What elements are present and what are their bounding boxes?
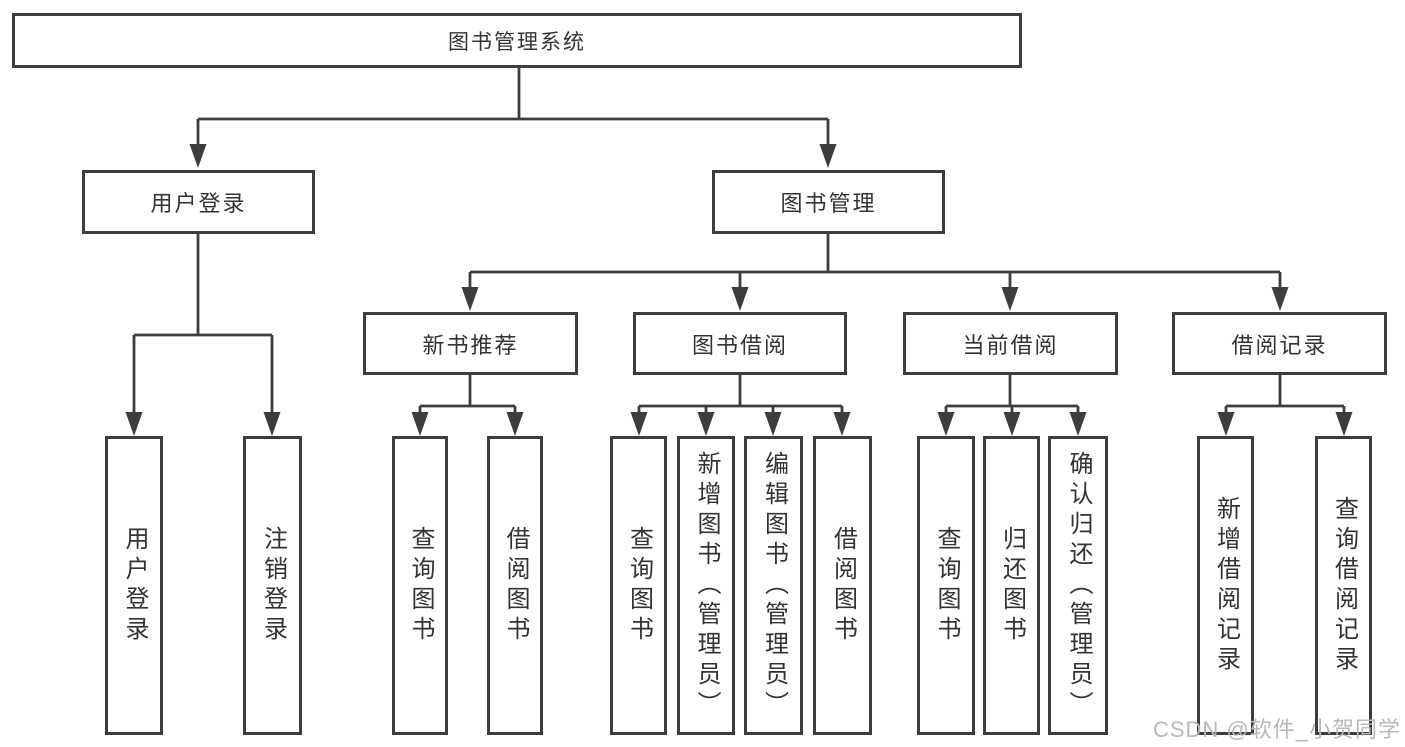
leaf-query-books-recommend: 查询图书	[392, 436, 448, 735]
node-new-book-recommend: 新书推荐	[363, 312, 578, 375]
leaf-query-books-current: 查询图书	[917, 436, 975, 735]
node-book-borrow: 图书借阅	[633, 312, 847, 375]
leaf-query-borrow-record: 查询借阅记录	[1315, 436, 1372, 735]
leaf-confirm-return-admin: 确认归还（管理员）	[1048, 436, 1108, 735]
leaf-logout: 注销登录	[243, 436, 302, 735]
csdn-watermark: CSDN @软件_小贺同学	[1152, 717, 1401, 742]
leaf-borrow-books: 借阅图书	[813, 436, 872, 735]
leaf-return-books: 归还图书	[983, 436, 1040, 735]
leaf-borrow-books-recommend: 借阅图书	[487, 436, 543, 735]
leaf-add-books-admin: 新增图书（管理员）	[677, 436, 735, 735]
leaf-query-books-borrow: 查询图书	[610, 436, 667, 735]
leaf-edit-books-admin: 编辑图书（管理员）	[744, 436, 803, 735]
leaf-user-login: 用户登录	[105, 436, 163, 735]
node-user-login: 用户登录	[82, 170, 315, 234]
node-book-management: 图书管理	[712, 170, 945, 234]
node-borrow-records: 借阅记录	[1172, 312, 1387, 375]
leaf-add-borrow-record: 新增借阅记录	[1197, 436, 1254, 735]
node-current-borrow: 当前借阅	[903, 312, 1118, 375]
node-root: 图书管理系统	[12, 13, 1022, 68]
